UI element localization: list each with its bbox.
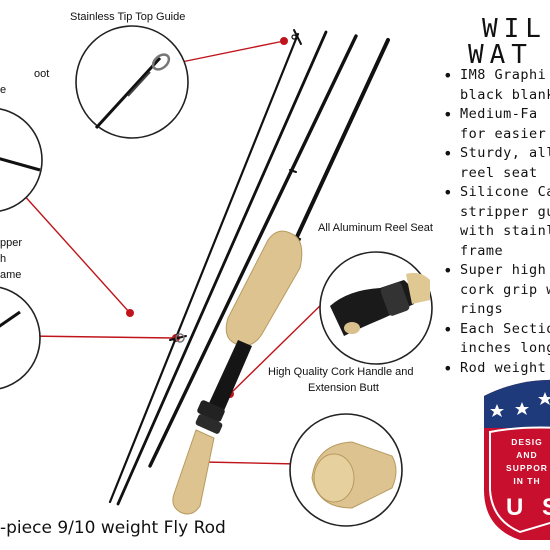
cork-handle-label-line2: Extension Butt	[308, 382, 379, 394]
tip-top-guide-label: Stainless Tip Top Guide	[70, 11, 186, 23]
feature-text: with stainle	[460, 223, 550, 239]
callout-ferrule	[0, 108, 43, 212]
feature-text: IM8 Graphi	[460, 67, 547, 83]
leader-line-ferrule	[21, 192, 131, 314]
stripper-label-part-2: h	[0, 253, 7, 265]
leader-line-cork	[203, 461, 299, 465]
reel-seat-label: All Aluminum Reel Seat	[318, 222, 433, 234]
rod-section-3	[148, 34, 358, 468]
leader-line-stripper	[25, 335, 175, 339]
feature-item: Sturdy, all- reel seat	[440, 144, 550, 183]
feature-text: stripper gu	[460, 203, 550, 220]
feature-item: Rod weight	[440, 359, 550, 379]
ferrule-label-part-2: e	[0, 84, 7, 96]
feature-text: Each Sectio	[460, 320, 550, 337]
brand-line-1: WIL	[482, 14, 547, 44]
feature-list: IM8 Graphi black blank Medium-Fa for eas…	[440, 66, 550, 378]
rod-section-tip	[108, 29, 302, 504]
badge-usa: U S	[506, 494, 550, 521]
brand-line-2: WAT	[468, 40, 533, 70]
callout-cork-handle	[289, 413, 403, 527]
badge-line-4: IN TH	[513, 476, 541, 486]
leader-line-reelseat	[229, 299, 327, 395]
feature-item: Medium-Fa for easier c	[440, 105, 550, 144]
ferrule-label-part-1: oot	[34, 68, 50, 80]
rod-section-butt	[172, 38, 390, 515]
feature-item: IM8 Graphi black blank	[440, 66, 550, 105]
badge-line-1: DESIG	[511, 437, 543, 447]
fighting-butt	[172, 429, 215, 515]
badge-line-2: AND	[516, 450, 538, 460]
feature-text: rings	[460, 301, 504, 317]
badge-line-3: SUPPOR	[506, 463, 548, 473]
product-caption: -piece 9/10 weight Fly Rod	[0, 518, 226, 538]
feature-text: black blank	[460, 86, 550, 103]
callout-tip-top	[75, 25, 189, 139]
feature-item: Each Sectio inches long	[440, 320, 550, 359]
feature-text: Silicone Ca	[460, 184, 550, 200]
feature-text: frame	[460, 242, 504, 259]
feature-text: Medium-Fa	[460, 106, 538, 122]
feature-item: Silicone Ca stripper gu with stainle fra…	[440, 183, 550, 261]
stripper-label-part-3: ame	[0, 269, 22, 281]
leader-lines	[21, 40, 327, 465]
cork-handle-label-line1: High Quality Cork Handle and	[268, 366, 414, 378]
feature-text: reel seat	[460, 164, 538, 181]
feature-text: for easier c	[460, 125, 550, 142]
feature-text: inches long	[460, 340, 550, 356]
feature-text: cork grip w	[460, 281, 550, 298]
feature-item: Super high cork grip w rings	[440, 261, 550, 320]
feature-text: Rod weight	[460, 359, 547, 376]
callout-stripper-guide	[0, 286, 41, 390]
feature-text: Super high	[460, 262, 547, 278]
usa-badge	[484, 379, 550, 540]
feature-text: Sturdy, all-	[460, 145, 550, 161]
callout-reel-seat	[319, 251, 433, 365]
cork-grip	[225, 230, 303, 347]
reel-seat	[204, 340, 252, 420]
stripper-label-part-1: pper	[0, 237, 23, 249]
usa-badge-text: DESIG AND SUPPOR IN TH	[504, 436, 550, 488]
